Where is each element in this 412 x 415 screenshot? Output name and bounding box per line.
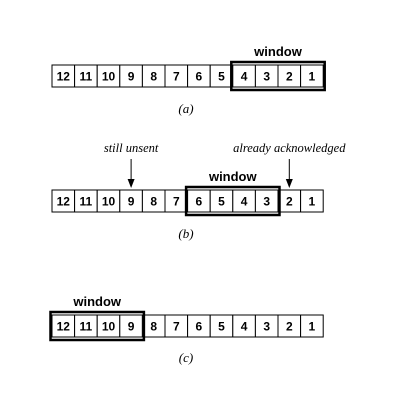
sequence-number: 7 (173, 70, 180, 84)
sequence-number: 10 (102, 320, 116, 334)
sequence-number: 1 (309, 195, 316, 209)
row-caption: (a) (178, 101, 193, 116)
annotation-label: already acknowledged (233, 141, 346, 155)
sequence-number: 9 (128, 195, 135, 209)
sequence-number: 2 (286, 70, 293, 84)
sequence-number: 11 (80, 70, 93, 84)
sequence-number: 12 (57, 320, 71, 334)
sequence-cell (300, 314, 324, 338)
sequence-number: 6 (196, 320, 203, 334)
sequence-number: 4 (241, 195, 248, 209)
window-box (230, 60, 326, 92)
arrow-head-icon (285, 179, 293, 188)
sequence-number: 11 (80, 320, 93, 334)
sequence-number: 8 (150, 320, 157, 334)
sequence-number: 1 (309, 70, 316, 84)
row-caption: (c) (179, 350, 193, 365)
diagram-row: 12 11 10 9 8 7 6 5 4 3 2 1 window (c) (49, 294, 324, 365)
window-label: window (72, 294, 122, 309)
sequence-number: 3 (263, 195, 270, 209)
sequence-number: 4 (241, 70, 248, 84)
sequence-number: 11 (80, 195, 93, 209)
sequence-number: 9 (128, 70, 135, 84)
sequence-number: 3 (263, 70, 270, 84)
annotation-label: still unsent (104, 141, 159, 155)
arrow-head-icon (127, 179, 135, 188)
sequence-number: 5 (218, 195, 225, 209)
diagram-row: 12 11 10 9 8 7 6 5 4 3 2 1 window (a) (51, 44, 326, 116)
sequence-number: 7 (173, 320, 180, 334)
sequence-cell (300, 64, 324, 88)
sequence-number: 6 (196, 70, 203, 84)
sequence-number: 12 (57, 195, 71, 209)
sequence-number: 5 (218, 70, 225, 84)
sequence-number: 10 (102, 195, 116, 209)
row-caption: (b) (178, 226, 193, 241)
window-box (184, 185, 281, 217)
sequence-number: 12 (57, 70, 71, 84)
window-box (49, 310, 146, 342)
sequence-number: 8 (150, 195, 157, 209)
sequence-number: 2 (286, 320, 293, 334)
sequence-number: 9 (128, 320, 135, 334)
window-label: window (208, 169, 258, 184)
sequence-number: 3 (263, 320, 270, 334)
sequence-number: 8 (150, 70, 157, 84)
diagram-row: 12 11 10 9 8 7 6 5 4 3 2 1 window still unsent already… (51, 141, 346, 241)
sequence-number: 10 (102, 70, 116, 84)
sequence-number: 4 (241, 320, 248, 334)
sequence-cell (300, 189, 324, 213)
sequence-number: 6 (196, 195, 203, 209)
window-label: window (253, 44, 303, 59)
sequence-number: 7 (173, 195, 180, 209)
sequence-number: 2 (286, 195, 293, 209)
sequence-number: 1 (309, 320, 316, 334)
sequence-number: 5 (218, 320, 225, 334)
